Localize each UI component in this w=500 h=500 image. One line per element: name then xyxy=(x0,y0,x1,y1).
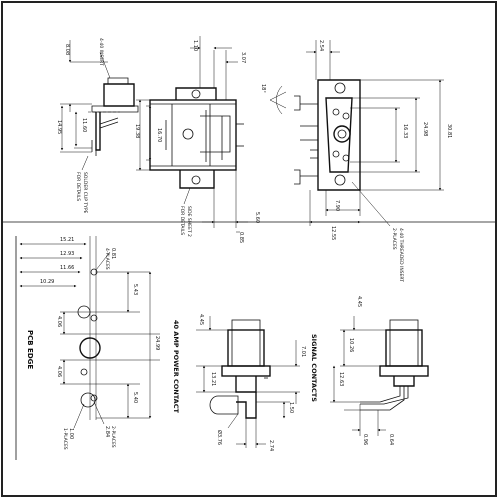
dim-pcb-12: 2.84 xyxy=(104,426,110,437)
dim-signal-2: 10.26 xyxy=(348,338,354,352)
callout-for-details-1: FOR DETAILS xyxy=(75,172,81,201)
callout-side-sheet: SIDE SHEET 2 xyxy=(186,206,192,237)
dim-pcb-5: 4.06 xyxy=(56,316,62,327)
power-contact-view xyxy=(196,316,300,448)
dim-end-6: 7.90 xyxy=(334,200,340,211)
dim-end-1: 2.54 xyxy=(318,40,324,51)
dim-power-5: Ø3.76 xyxy=(216,430,223,445)
dim-pcb-11: 1.00 xyxy=(68,428,74,439)
dim-front-1: 1.10 xyxy=(192,40,198,51)
end-view xyxy=(269,40,444,227)
dim-pcb-7: 4.06 xyxy=(56,366,62,377)
caption-40-amp-power-contact: 40 AMP POWER CONTACT xyxy=(172,320,180,413)
dim-pcb-3: 11.66 xyxy=(60,265,74,271)
dim-front-3: 19.38 xyxy=(134,124,140,138)
dim-side-top-1: 8.08 xyxy=(64,44,70,55)
callout-2-places-top: 2-PLACES xyxy=(391,228,397,250)
dim-end-5: 30.81 xyxy=(446,124,452,138)
dim-front-5: 5.60 xyxy=(254,212,260,223)
callout-for-details-2: FOR DETAILS xyxy=(179,206,185,235)
callout-4-places: 4-PLACES xyxy=(104,248,110,270)
dim-end-3: 16.33 xyxy=(402,124,408,138)
dim-pcb-8: 24.99 xyxy=(154,336,160,350)
dim-power-1: 4.45 xyxy=(198,314,204,325)
pcb-layout-view xyxy=(15,236,160,460)
label-pcb-edge: PCB EDGE xyxy=(26,330,34,369)
dim-end-2: 18° xyxy=(260,84,266,93)
dim-pcb-10: 0.81 xyxy=(110,248,116,259)
side-view-top xyxy=(60,40,139,171)
dim-side-top-2: 14.95 xyxy=(56,120,62,134)
dim-pcb-9: 5.40 xyxy=(132,392,138,403)
dim-pcb-4: 10.29 xyxy=(40,279,54,285)
dim-end-7: 12.55 xyxy=(330,226,336,240)
dim-pcb-6: 5.43 xyxy=(132,284,138,295)
dim-pcb-1: 15.21 xyxy=(60,237,74,243)
dim-front-4: 16.70 xyxy=(156,128,162,142)
callout-1-places: 1-PLACES xyxy=(62,428,68,450)
caption-signal-contacts: SIGNAL CONTACTS xyxy=(310,334,318,402)
dim-side-top-3: 11.60 xyxy=(81,118,87,132)
dim-power-6: 2.74 xyxy=(268,440,274,451)
callout-4-40-insert: 4-40 INSERT xyxy=(98,38,104,66)
dim-power-4: 1.50 xyxy=(288,402,294,413)
callout-threaded-insert: 4-40 THREADED INSERT xyxy=(398,228,404,282)
dim-end-4: 24.98 xyxy=(422,122,428,136)
dim-front-2: 3.07 xyxy=(240,52,246,63)
dim-front-6: 0.85 xyxy=(238,232,244,243)
dim-signal-4: 0.96 xyxy=(362,434,368,445)
dim-power-2: 7.01 xyxy=(300,346,306,357)
signal-contact-view xyxy=(330,316,429,436)
dim-signal-5: 0.64 xyxy=(388,434,394,445)
callout-2-places-pcb: 2-PLACES xyxy=(110,426,116,448)
dim-signal-1: 4.45 xyxy=(356,296,362,307)
dim-power-3: 13.21 xyxy=(210,372,216,386)
dim-signal-3: 12.63 xyxy=(338,372,344,386)
callout-solder-cup: SOLDER CUP TYPE xyxy=(82,172,88,214)
front-view xyxy=(136,36,248,233)
dim-pcb-2: 12.93 xyxy=(60,251,74,257)
